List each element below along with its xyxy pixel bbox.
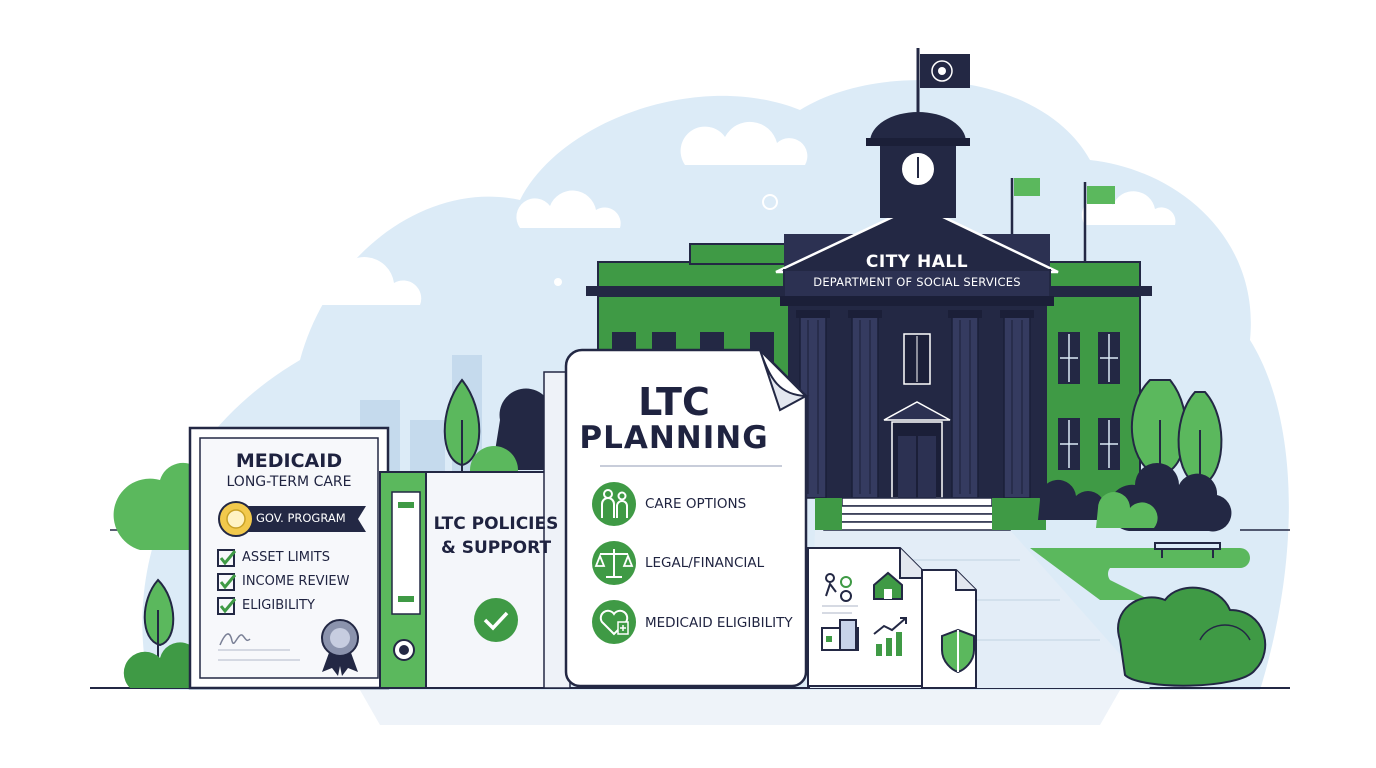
lawn — [1030, 542, 1250, 600]
signature-mark — [219, 633, 251, 646]
shield-icon — [941, 628, 975, 674]
info-documents — [807, 547, 977, 689]
heart-medical-icon — [592, 600, 636, 644]
home-icon — [873, 571, 903, 600]
medicaid-subtitle: LONG-TERM CARE — [226, 474, 352, 490]
building-subtitle: DEPARTMENT OF SOCIAL SERVICES — [813, 275, 1021, 289]
trees-left — [113, 378, 552, 688]
checklist-item: ASSET LIMITS — [242, 550, 331, 565]
planning-subtitle: PLANNING — [579, 420, 769, 456]
decor-circle — [762, 194, 778, 210]
building-title: CITY HALL — [865, 252, 969, 272]
planning-option: CARE OPTIONS — [645, 496, 747, 512]
planning-option: MEDICAID ELIGIBILITY — [645, 615, 793, 631]
checklist-item: INCOME REVIEW — [242, 574, 350, 589]
program-badge: GOV. PROGRAM — [256, 511, 346, 525]
binder-label: LTC POLICIES & SUPPORT — [433, 514, 559, 558]
growth-chart-icon — [873, 617, 907, 656]
check-circle-icon — [474, 598, 518, 642]
family-care-icon — [592, 482, 636, 526]
checklist-item: ELIGIBILITY — [242, 598, 315, 613]
hospital-icon — [821, 619, 859, 651]
trees-right — [1038, 379, 1267, 687]
ltc-planning-document — [564, 348, 810, 688]
checkbox-icon — [217, 549, 237, 615]
planning-option: LEGAL/FINANCIAL — [645, 555, 765, 571]
caregiver-icon — [825, 573, 852, 602]
scales-icon — [592, 541, 636, 585]
medicaid-title: MEDICAID — [235, 450, 343, 472]
planning-title: LTC — [638, 380, 710, 424]
medicaid-card — [188, 426, 390, 690]
award-ribbon-icon — [321, 619, 359, 676]
